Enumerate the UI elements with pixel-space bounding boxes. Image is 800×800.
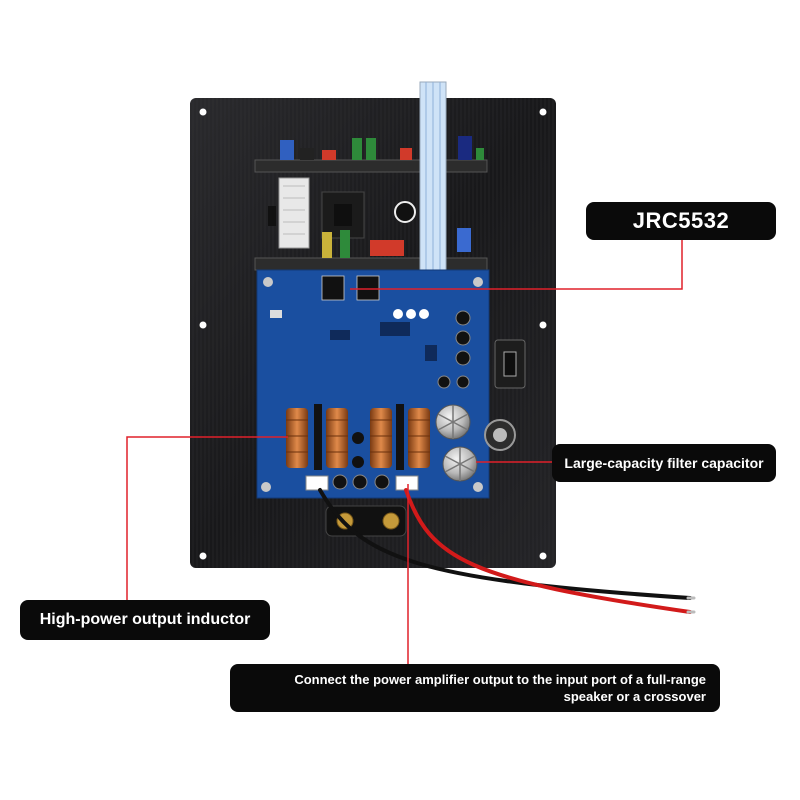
input-board bbox=[254, 136, 488, 271]
jrc5532-label: JRC5532 bbox=[586, 202, 776, 240]
jrc5532-chip-a bbox=[321, 275, 345, 301]
power-input bbox=[484, 339, 526, 451]
main-pcb bbox=[256, 269, 490, 499]
speaker-binding-posts bbox=[325, 505, 407, 537]
output-inductor-label: High-power output inductor bbox=[20, 600, 270, 640]
filter-capacitors bbox=[435, 404, 478, 482]
output-wires bbox=[318, 488, 696, 614]
output-connection-label: Connect the power amplifier output to th… bbox=[230, 664, 720, 712]
output-connection-line-1: Connect the power amplifier output to th… bbox=[294, 672, 706, 687]
jrc5532-chip-b bbox=[356, 275, 380, 301]
ribbon-cable bbox=[419, 81, 447, 283]
output-inductors bbox=[286, 404, 430, 470]
leader-lines bbox=[126, 240, 683, 664]
filter-capacitor-label: Large-capacity filter capacitor bbox=[552, 444, 776, 482]
output-connection-line-2: speaker or a crossover bbox=[563, 689, 706, 704]
